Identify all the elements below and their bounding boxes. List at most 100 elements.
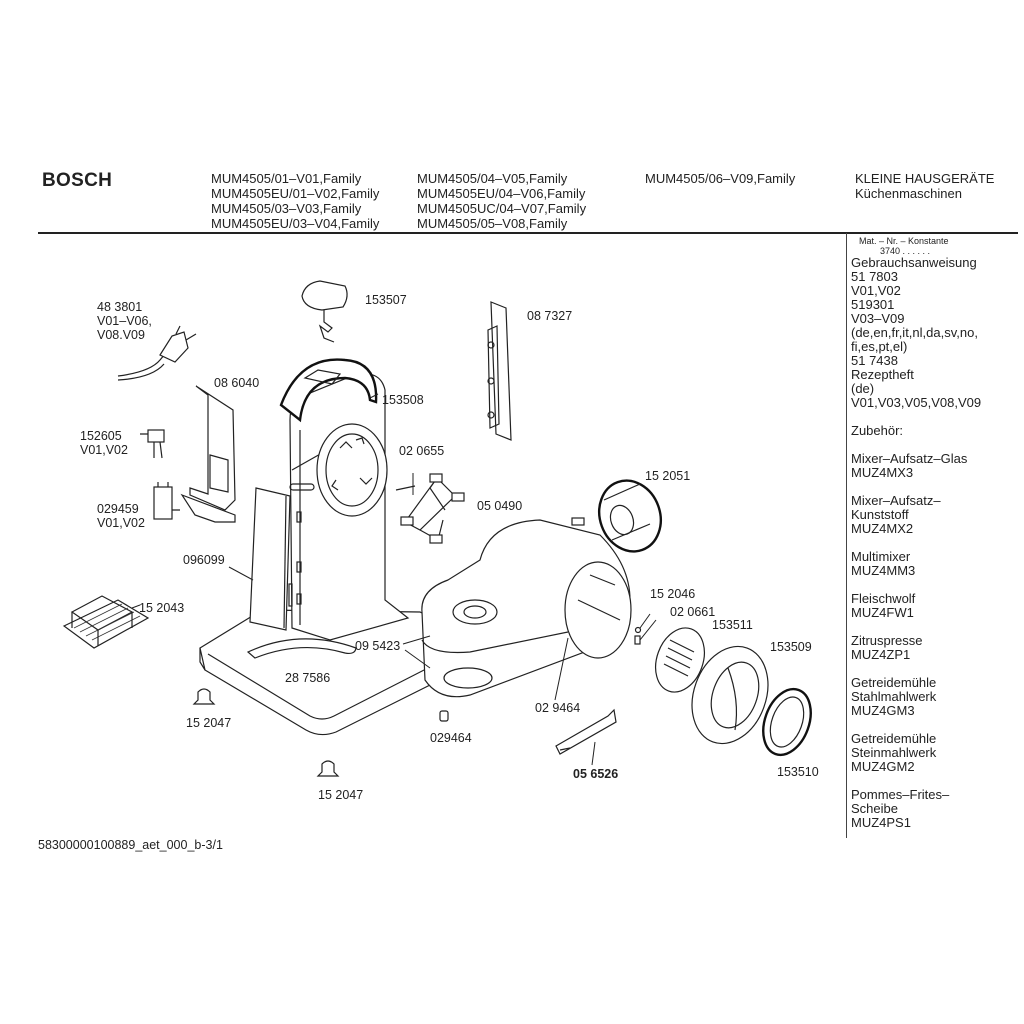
accessory-name: Getreidemühle — [851, 731, 937, 746]
accessory-name: Kunststoff — [851, 507, 909, 522]
leader-line — [228, 566, 254, 581]
accessory-name: Multimixer — [851, 549, 911, 564]
callout-287586: 28 7586 — [285, 671, 331, 685]
small-foot-part[interactable] — [439, 710, 449, 722]
callout-text: 029459 — [97, 502, 139, 516]
sidebar: Mat. – Nr. – Konstante 3740 . . . . . . … — [851, 236, 1021, 830]
manual-line: V01,V02 — [851, 283, 901, 298]
subcategory-title: Küchenmaschinen — [855, 186, 962, 201]
model-item: MUM4505UC/04–V07,Family — [417, 201, 587, 216]
accessory-item: Multimixer MUZ4MM3 — [851, 550, 1021, 578]
header-divider — [38, 232, 1018, 234]
trim-ring-part[interactable] — [755, 683, 820, 762]
callout-050490: 05 0490 — [477, 499, 523, 513]
top-cover-part[interactable] — [279, 358, 378, 423]
manual-line: (de) — [851, 381, 875, 396]
callout-029464-b: 02 9464 — [535, 701, 581, 715]
category-block: KLEINE HAUSGERÄTE Küchenmaschinen — [855, 171, 994, 201]
drive-cross-part[interactable] — [395, 473, 465, 544]
manual-line: V03–V09 — [851, 311, 905, 326]
manual-line: fi,es,pt,el) — [851, 339, 908, 354]
manual-line: V01,V03,V05,V08,V09 — [851, 395, 982, 410]
callout-152051: 15 2051 — [645, 469, 691, 483]
model-item: MUM4505/01–V01,Family — [211, 171, 362, 186]
side-panel-part[interactable] — [249, 487, 291, 631]
sidebar-divider — [846, 233, 847, 838]
filter-box-part[interactable] — [62, 595, 150, 649]
gear-ring-part[interactable] — [647, 621, 713, 699]
callout-text: V01–V06, — [97, 314, 152, 328]
accessory-name: Zitruspresse — [851, 633, 923, 648]
accessory-item: Getreidemühle Steinmahlwerk MUZ4GM2 — [851, 732, 1021, 774]
accessories-title: Zubehör: — [851, 423, 904, 438]
leader-line — [131, 604, 141, 609]
accessory-item: Getreidemühle Stahlmahlwerk MUZ4GM3 — [851, 676, 1021, 718]
mixer-column-housing[interactable] — [288, 373, 410, 641]
rail-part[interactable] — [487, 301, 512, 441]
accessory-code: MUZ4MM3 — [851, 563, 916, 578]
callout-153511: 153511 — [712, 618, 753, 632]
callout-152047-a: 15 2047 — [186, 716, 232, 730]
callout-text: V08.V09 — [97, 328, 145, 342]
accessory-code: MUZ4FW1 — [851, 605, 914, 620]
interference-component-part[interactable] — [140, 429, 165, 459]
foot-part[interactable] — [192, 688, 216, 705]
leader-line — [554, 637, 569, 701]
callout-152047-b: 15 2047 — [318, 788, 364, 802]
callout-text: 48 3801 — [97, 300, 143, 314]
accessory-code: MUZ4GM3 — [851, 703, 915, 718]
outer-ring-part[interactable] — [679, 636, 781, 755]
callout-029459: 029459 V01,V02 — [97, 502, 145, 530]
leader-lines — [131, 393, 657, 766]
mat-nr-header: Mat. – Nr. – Konstante — [859, 236, 949, 246]
callout-029464-a: 029464 — [430, 731, 472, 745]
manual-title: Gebrauchsanweisung — [851, 255, 977, 270]
callout-153509: 153509 — [770, 640, 812, 654]
leader-line — [369, 393, 379, 399]
accessory-name: Getreidemühle — [851, 675, 937, 690]
callout-152046: 15 2046 — [650, 587, 696, 601]
manual-line: 519301 — [851, 297, 895, 312]
model-item: MUM4505EU/04–V06,Family — [417, 186, 586, 201]
manual-line: 51 7803 — [851, 269, 898, 284]
wrench-part[interactable] — [555, 708, 617, 755]
motor-head-housing[interactable] — [421, 517, 632, 698]
accessory-name: Scheibe — [851, 801, 898, 816]
capacitor-part[interactable] — [153, 482, 180, 520]
callout-power-cord: 48 3801 V01–V06, V08.V09 — [97, 300, 152, 342]
accessory-name: Mixer–Aufsatz–Glas — [851, 451, 968, 466]
model-list-2: MUM4505/04–V05,Family MUM4505EU/04–V06,F… — [417, 171, 586, 231]
leader-line — [404, 649, 431, 669]
callout-087327: 08 7327 — [527, 309, 573, 323]
callout-153508: 153508 — [382, 393, 424, 407]
callout-153507: 153507 — [365, 293, 407, 307]
lever-part[interactable] — [301, 280, 348, 343]
model-item: MUM4505EU/01–V02,Family — [211, 186, 380, 201]
document-id: 58300000100889_aet_000_b-3/1 — [38, 838, 223, 852]
leader-line — [591, 741, 596, 766]
callout-056526: 05 6526 — [573, 767, 619, 781]
model-item: MUM4505/06–V09,Family — [645, 171, 796, 186]
accessory-name: Mixer–Aufsatz– — [851, 493, 941, 508]
screw-spring-part[interactable] — [634, 626, 642, 645]
accessory-name: Fleischwolf — [851, 591, 916, 606]
base-plate-part[interactable] — [199, 609, 441, 736]
brand-logo: BOSCH — [42, 170, 113, 191]
leader-line — [402, 635, 431, 645]
accessory-name: Pommes–Frites– — [851, 787, 950, 802]
accessory-name: Stahlmahlwerk — [851, 689, 937, 704]
callout-text: 152605 — [80, 429, 122, 443]
power-cord-part[interactable] — [117, 325, 197, 381]
callout-152605: 152605 V01,V02 — [80, 429, 128, 457]
cap-part[interactable] — [589, 472, 670, 560]
switch-bracket-part[interactable] — [180, 385, 236, 523]
accessory-item: Fleischwolf MUZ4FW1 — [851, 592, 1021, 620]
accessory-code: MUZ4GM2 — [851, 759, 915, 774]
callout-020655: 02 0655 — [399, 444, 445, 458]
callout-152043: 15 2043 — [139, 601, 185, 615]
callout-086040: 08 6040 — [214, 376, 260, 390]
manual-line: Rezeptheft — [851, 367, 914, 382]
model-item: MUM4505/05–V08,Family — [417, 216, 568, 231]
foot-part[interactable] — [316, 760, 340, 777]
